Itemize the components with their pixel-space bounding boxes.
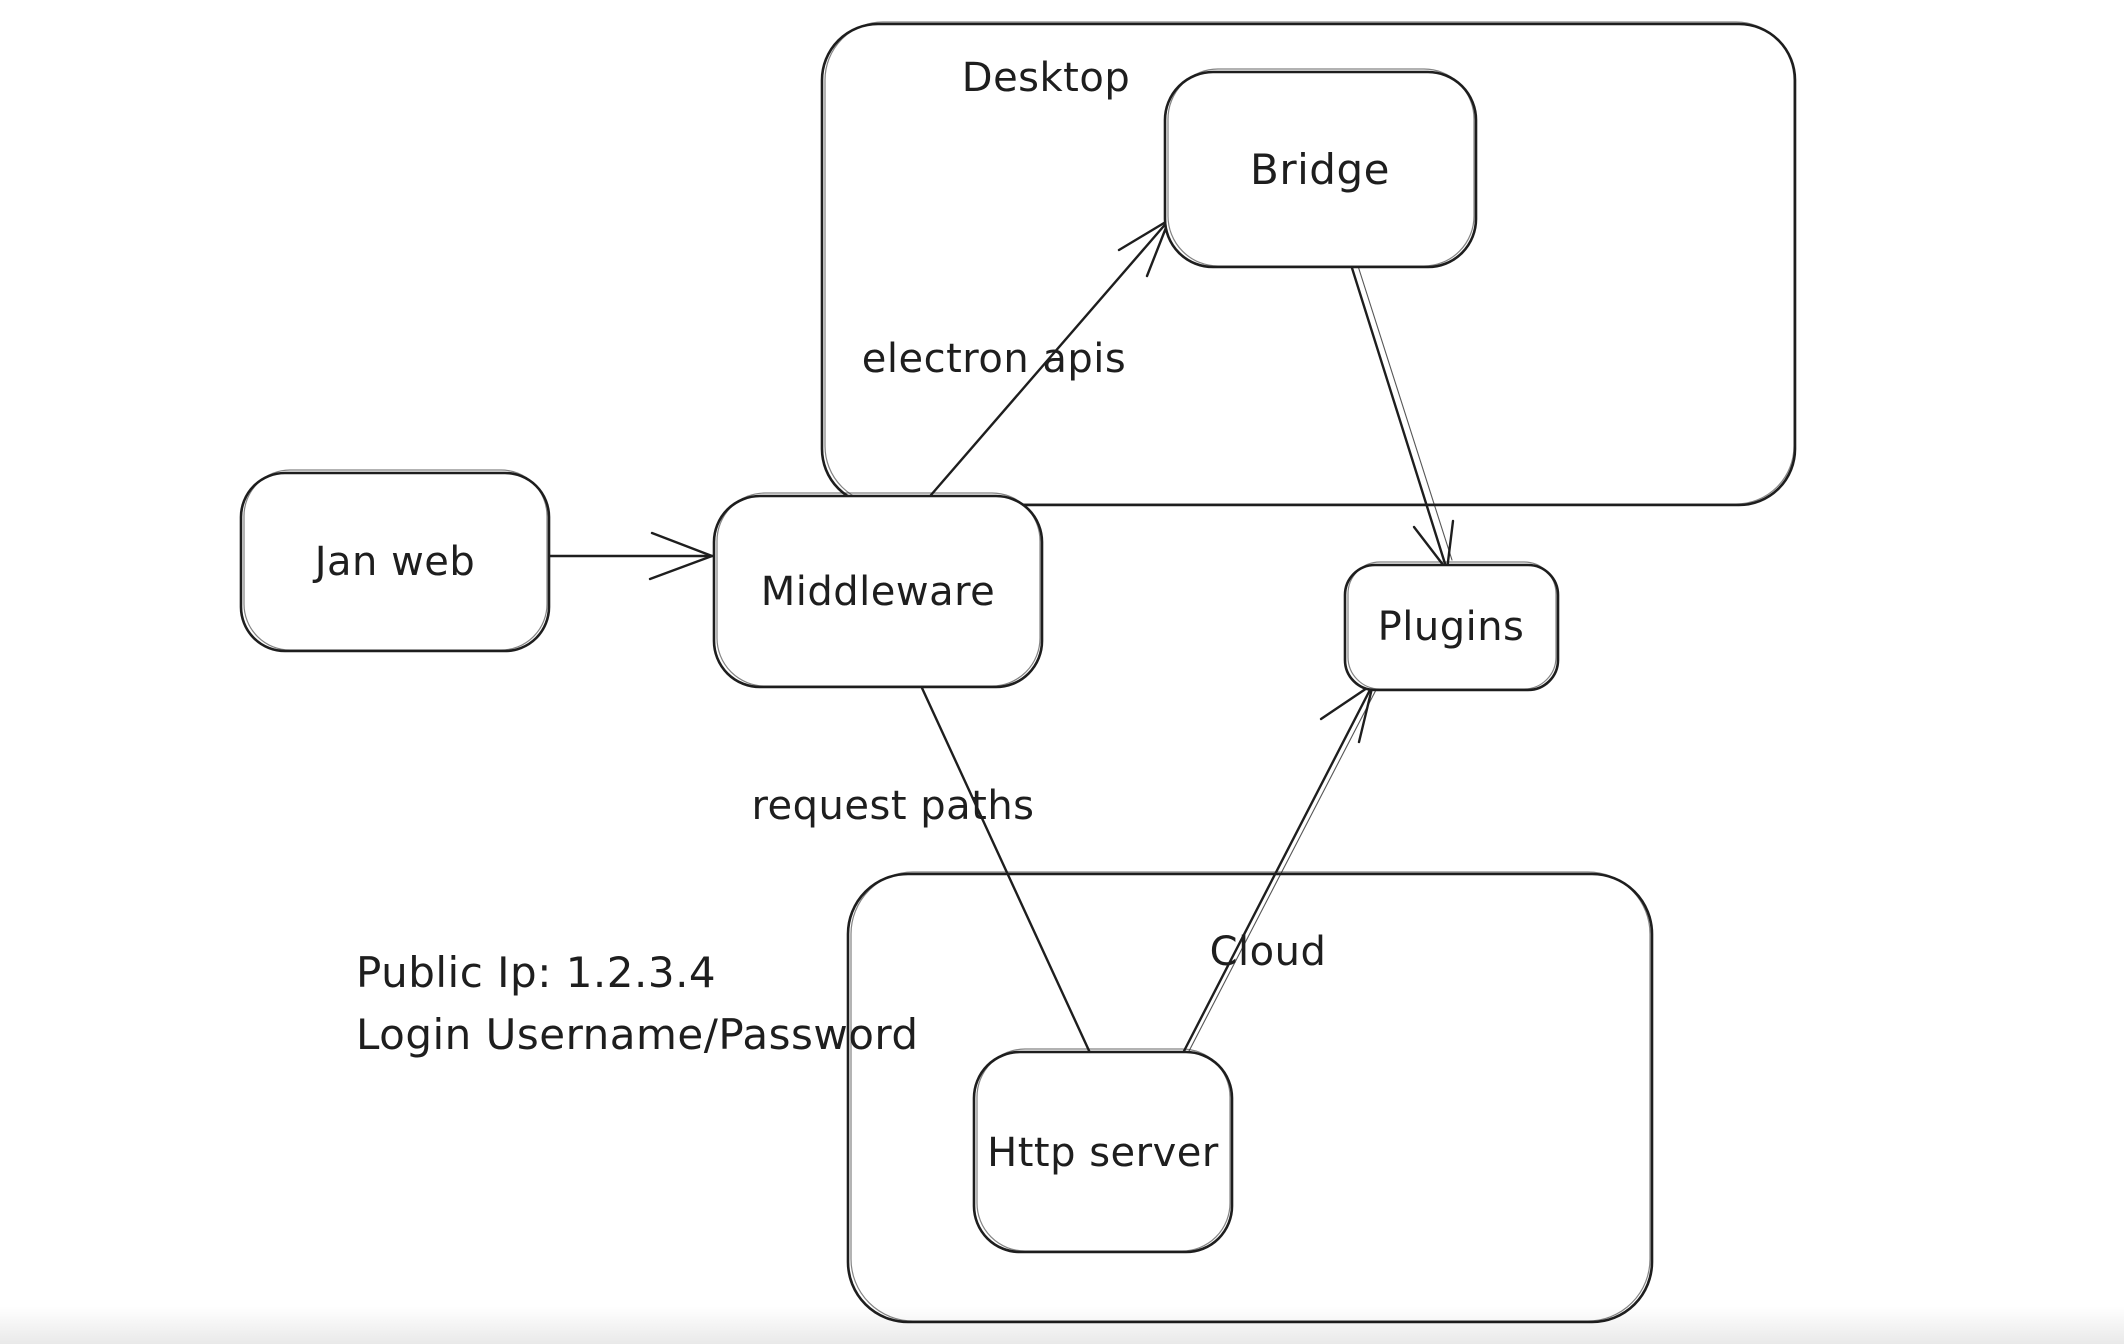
arrowhead-httpserver-plugins xyxy=(1319,682,1375,721)
annotation-public-ip: Public Ip: 1.2.3.4 xyxy=(356,948,717,997)
desktop-container-box-sketch-echo xyxy=(824,21,1795,505)
arrowhead-bridge-plugins xyxy=(1412,525,1449,572)
cloud-container-box-sketch-echo xyxy=(850,871,1651,1322)
node-http-server-label: Http server xyxy=(987,1130,1219,1176)
node-bridge-box xyxy=(1163,70,1478,269)
edge-middleware-to-httpserver xyxy=(920,686,1093,1057)
node-jan-web-box xyxy=(239,471,551,653)
edge-label-request-paths: request paths xyxy=(751,783,1035,829)
node-bridge-box-sketch-echo xyxy=(1167,68,1475,267)
node-plugins-box xyxy=(1343,563,1560,692)
node-bridge-label: Bridge xyxy=(1250,144,1390,194)
node-plugins-label: Plugins xyxy=(1377,604,1525,650)
edge-httpserver-to-plugins xyxy=(1181,682,1378,1055)
node-jan-web-label: Jan web xyxy=(314,539,476,585)
cloud-container-label: Cloud xyxy=(1209,929,1327,975)
edge-janweb-to-middleware xyxy=(547,531,714,581)
node-middleware-box-sketch-echo xyxy=(716,492,1041,687)
desktop-container-label: Desktop xyxy=(961,55,1131,101)
node-jan-web-box-sketch-echo xyxy=(243,469,548,651)
arrowhead-janweb-middleware xyxy=(650,531,714,558)
node-plugins-box-sketch-echo xyxy=(1347,561,1557,690)
arrowhead-middleware-bridge xyxy=(1117,218,1171,252)
desktop-container-box xyxy=(820,22,1797,507)
annotation-block: Public Ip: 1.2.3.4 Login Username/Passwo… xyxy=(356,942,919,1066)
node-http-server-box xyxy=(972,1050,1234,1254)
edge-bridge-to-plugins xyxy=(1350,265,1455,572)
node-http-server-box-sketch-echo xyxy=(976,1048,1231,1252)
annotation-login: Login Username/Password xyxy=(356,1010,919,1059)
cloud-container-box xyxy=(846,872,1654,1324)
node-middleware-label: Middleware xyxy=(760,569,996,615)
node-middleware-box xyxy=(712,494,1044,689)
edge-label-electron-apis: electron apis xyxy=(861,336,1127,382)
